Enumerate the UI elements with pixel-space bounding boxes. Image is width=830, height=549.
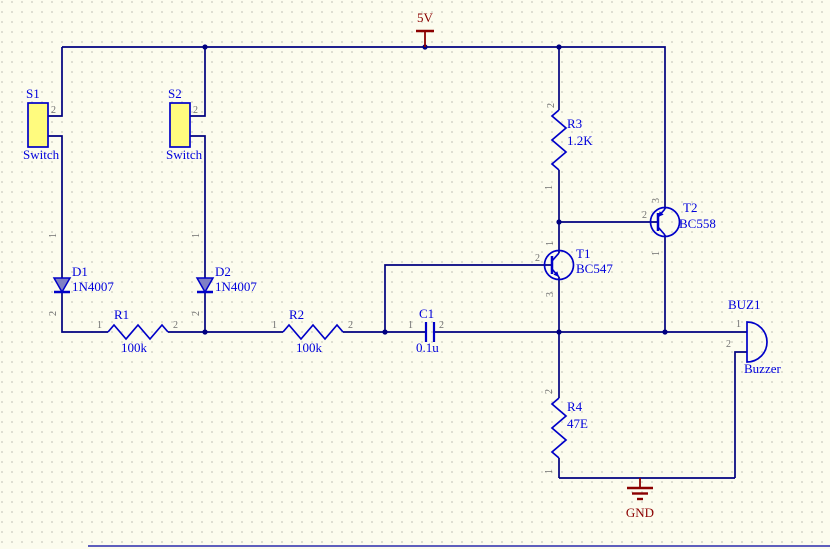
component-r4-resistor: R4 47E 2 1 [544, 389, 588, 474]
wire-s2-d2[interactable] [190, 135, 206, 278]
t1-pin1-number: 1 [545, 241, 556, 246]
component-t2-transistor: T2 BC558 2 3 1 [642, 198, 716, 256]
wire-top-rail[interactable] [62, 46, 666, 209]
wire-t1-base-branch[interactable] [384, 264, 552, 332]
junction-dot [556, 219, 562, 225]
transistor-body[interactable] [543, 249, 575, 281]
component-r3-resistor: R3 1.2K 2 1 [544, 103, 593, 190]
d1-ref-label: D1 [72, 264, 88, 279]
junction-dot [382, 329, 388, 335]
r1-pin1-number: 1 [97, 320, 102, 331]
c1-value-label: 0.1u [416, 340, 439, 355]
s2-value-label: Switch [166, 147, 203, 162]
component-d1-diode: D1 1N4007 1 2 [48, 233, 114, 316]
resistor-zigzag[interactable] [550, 397, 568, 459]
c1-pin2-number: 2 [439, 320, 444, 331]
component-d2-diode: D2 1N4007 1 2 [191, 233, 257, 316]
buz1-ref-label: BUZ1 [728, 297, 761, 312]
transistor-collector-lead[interactable] [657, 226, 666, 236]
component-buz1-buzzer: BUZ1 Buzzer 1 2 [726, 297, 781, 376]
d1-pin1-number: 1 [48, 233, 59, 238]
resistor-zigzag[interactable] [107, 323, 169, 341]
d2-pin1-number: 1 [191, 233, 202, 238]
junction-dot [202, 329, 208, 335]
r2-value-label: 100k [296, 340, 323, 355]
component-s1-switch: S1 Switch 2 [23, 86, 60, 162]
5v-label: 5V [417, 10, 434, 25]
r3-pin2-number: 2 [546, 103, 557, 108]
r3-pin1-number: 1 [544, 185, 555, 190]
junction-dot [662, 329, 668, 335]
r3-value-label: 1.2K [567, 133, 593, 148]
component-s2-switch: S2 Switch 2 [166, 86, 203, 162]
junction-dot [556, 329, 562, 335]
r2-ref-label: R2 [289, 307, 304, 322]
diode-triangle[interactable] [52, 277, 72, 294]
t1-value-label: BC547 [576, 261, 613, 276]
junction-dot [556, 44, 562, 50]
resistor-zigzag[interactable] [282, 323, 344, 341]
component-t1-transistor: T1 BC547 2 1 3 [535, 241, 613, 297]
switch-body[interactable] [27, 102, 49, 148]
wire-s2-top[interactable] [190, 47, 206, 117]
component-c1-capacitor: C1 0.1u 1 2 [408, 306, 444, 355]
wire-d1-r1[interactable] [61, 292, 108, 333]
pnp-emitter-arrow [658, 211, 664, 217]
buz1-value-label: Buzzer [744, 361, 781, 376]
transistor-body[interactable] [649, 206, 681, 238]
diode-triangle[interactable] [195, 277, 215, 294]
d1-pin2-number: 2 [48, 311, 59, 316]
t2-value-label: BC558 [679, 216, 716, 231]
s2-pin2-number: 2 [193, 105, 198, 116]
wire-s1-d1[interactable] [48, 135, 63, 278]
s2-ref-label: S2 [168, 86, 182, 101]
component-r1-resistor: 1 2 R1 100k [97, 307, 178, 355]
t2-pin3-number: 3 [651, 198, 662, 203]
c1-ref-label: C1 [419, 306, 434, 321]
t2-pin1-number: 1 [651, 251, 662, 256]
buzzer-body[interactable] [746, 321, 768, 363]
npn-emitter-arrow [553, 271, 559, 277]
component-r2-resistor: 1 2 R2 100k [272, 307, 353, 355]
s1-ref-label: S1 [26, 86, 40, 101]
wire-s1-top[interactable] [48, 47, 63, 117]
r4-ref-label: R4 [567, 399, 583, 414]
r2-pin1-number: 1 [272, 320, 277, 331]
d2-pin2-number: 2 [191, 311, 202, 316]
s1-value-label: Switch [23, 147, 60, 162]
r2-pin2-number: 2 [348, 320, 353, 331]
buz1-pin2-number: 2 [726, 339, 731, 350]
t1-pin2-number: 2 [535, 253, 540, 264]
gnd-port: GND [626, 478, 654, 520]
r3-ref-label: R3 [567, 116, 582, 131]
r4-value-label: 47E [567, 416, 588, 431]
junction-dot [202, 44, 208, 50]
t1-pin3-number: 3 [545, 292, 556, 297]
r4-pin2-number: 2 [544, 389, 555, 394]
switch-body[interactable] [169, 102, 191, 148]
transistor-collector-lead[interactable] [551, 252, 560, 262]
gnd-label: GND [626, 505, 654, 520]
r4-pin1-number: 1 [544, 469, 555, 474]
resistor-zigzag[interactable] [550, 109, 568, 171]
c1-pin1-number: 1 [408, 320, 413, 331]
t2-pin2-number: 2 [642, 210, 647, 221]
s1-pin2-number: 2 [51, 105, 56, 116]
junction-dots [202, 44, 668, 335]
t1-ref-label: T1 [576, 246, 590, 261]
d2-ref-label: D2 [215, 264, 231, 279]
buz1-pin1-number: 1 [736, 319, 741, 330]
wire-buzzer-gnd[interactable] [734, 351, 747, 478]
r1-pin2-number: 2 [173, 320, 178, 331]
d1-value-label: 1N4007 [72, 279, 114, 294]
power-5v-port: 5V [416, 10, 434, 47]
r1-ref-label: R1 [114, 307, 129, 322]
r1-value-label: 100k [121, 340, 148, 355]
d2-value-label: 1N4007 [215, 279, 257, 294]
t2-ref-label: T2 [683, 200, 697, 215]
